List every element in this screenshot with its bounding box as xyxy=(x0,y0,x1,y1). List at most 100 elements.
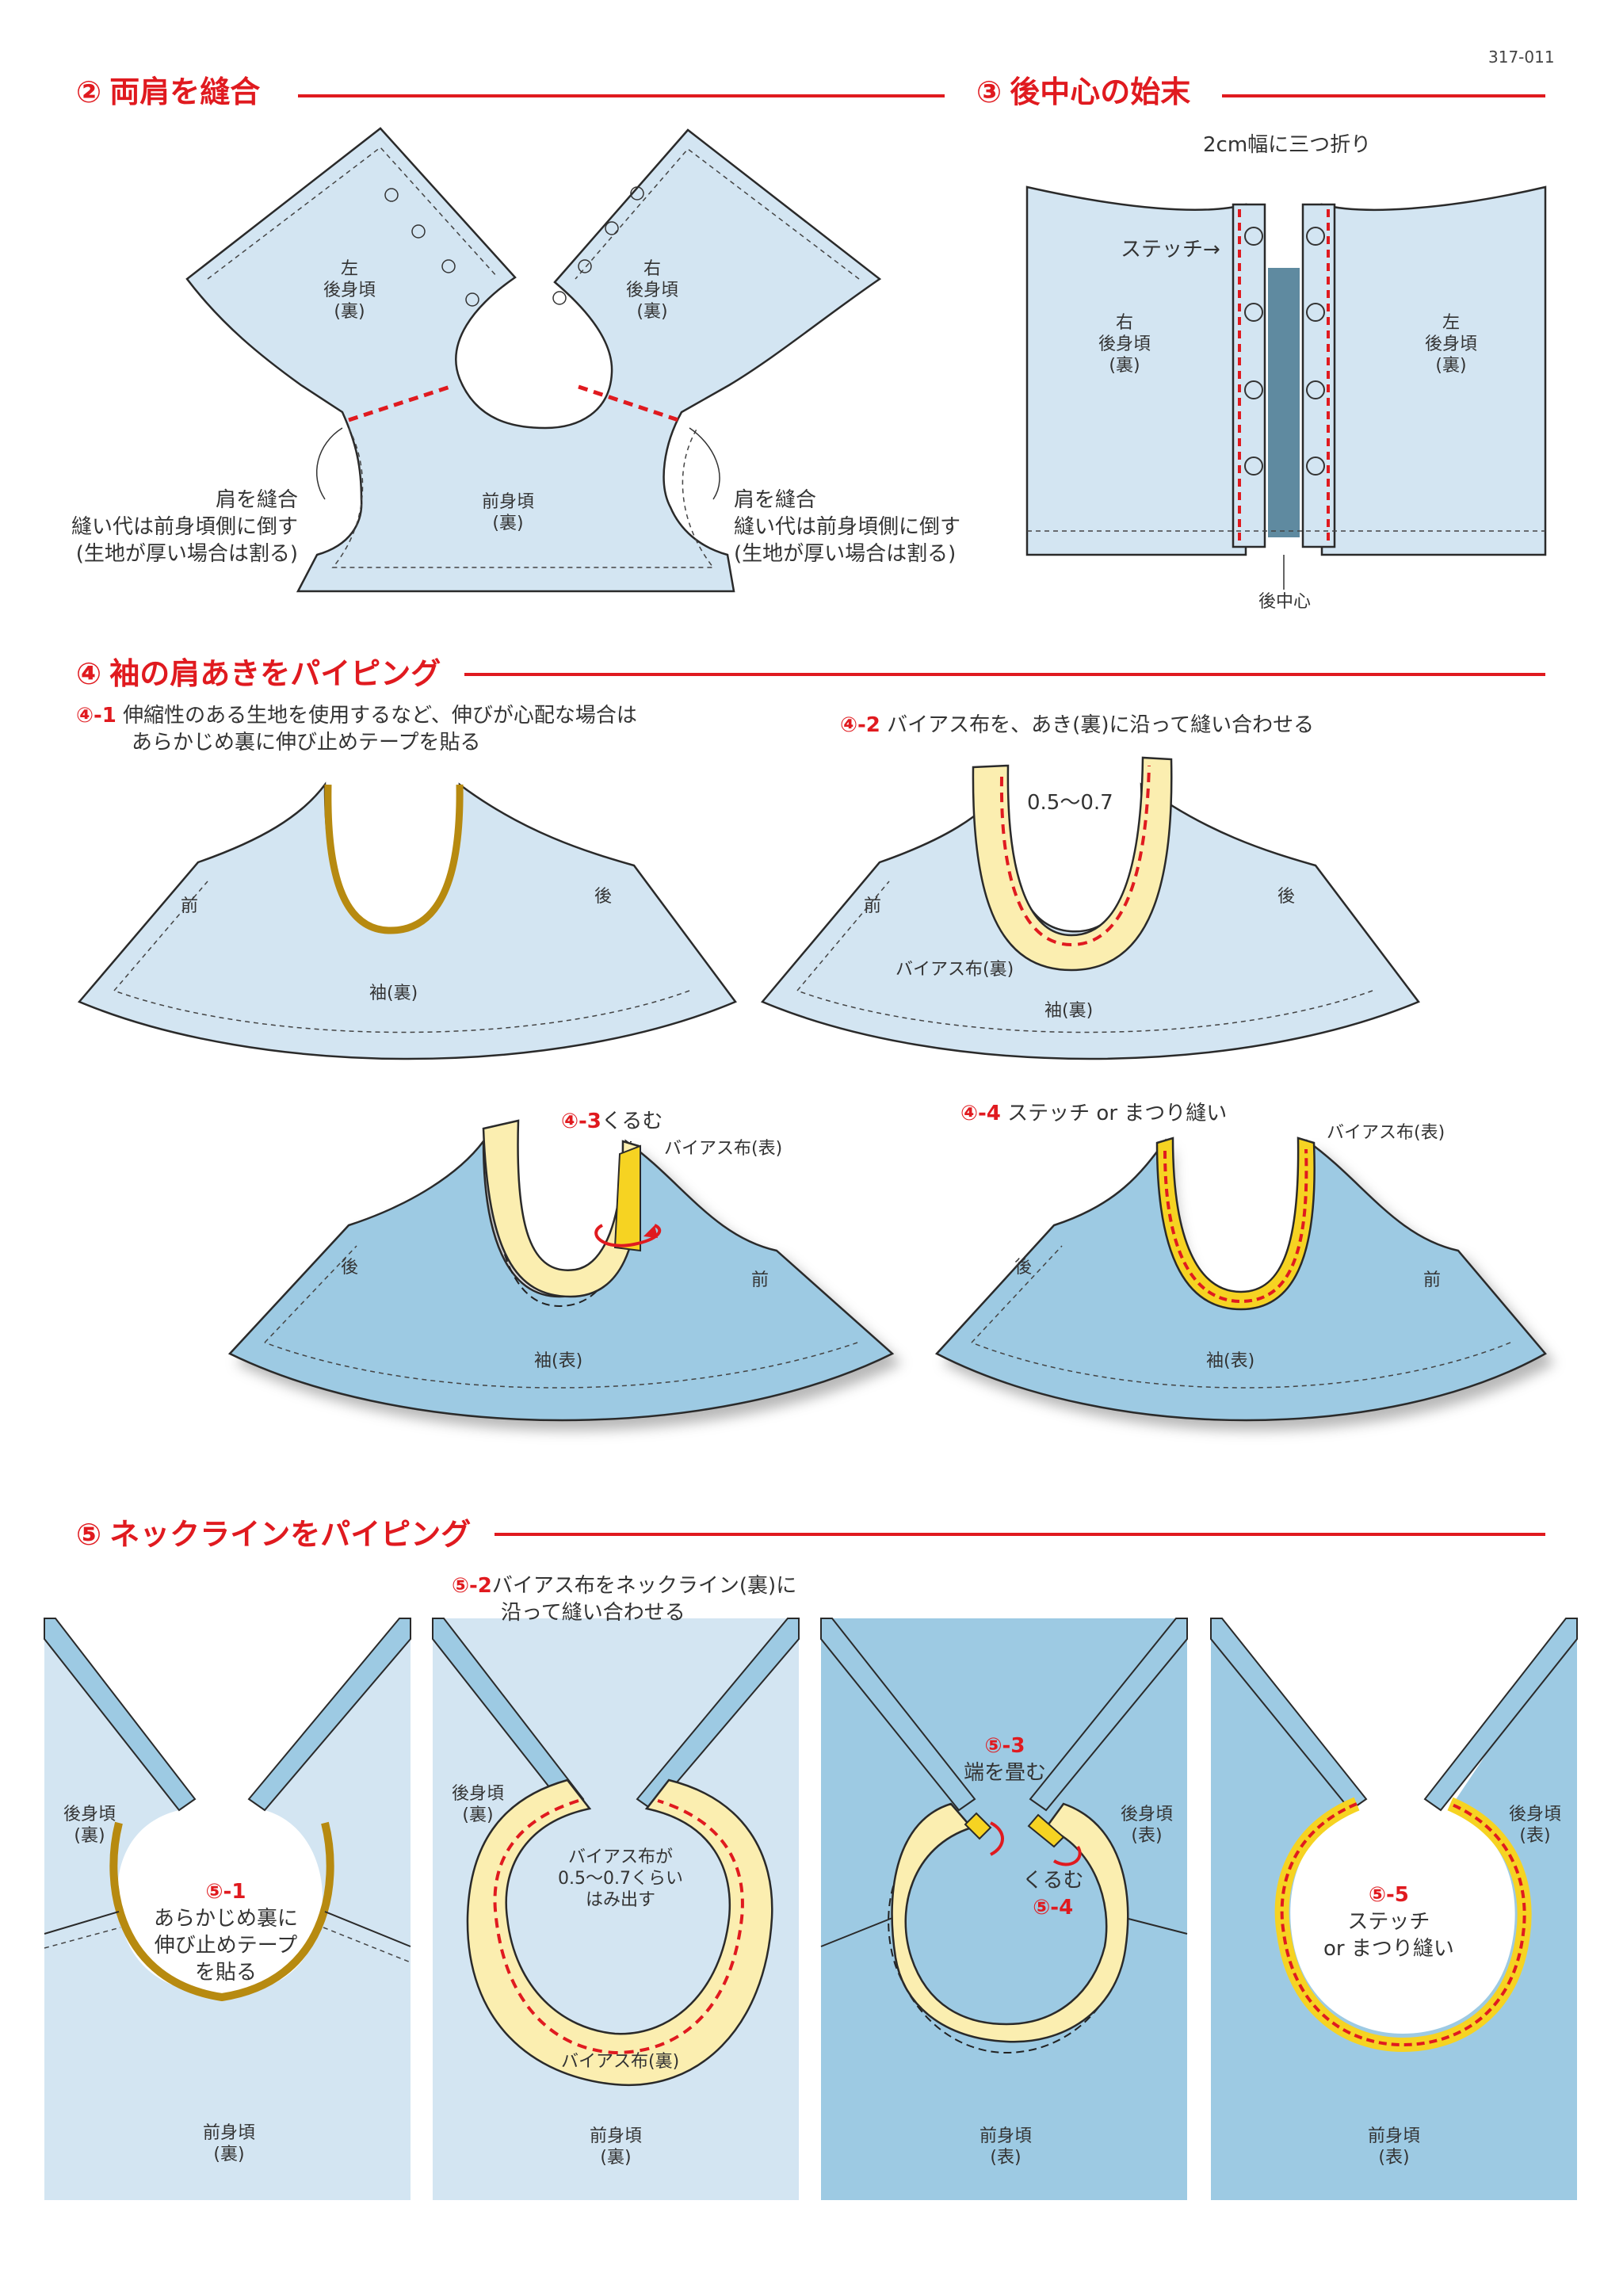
bias-ring xyxy=(466,1778,773,2087)
text-line: 後身頃 xyxy=(1121,1805,1174,1824)
text-line: を貼る xyxy=(195,1961,258,1985)
text-line: (裏) xyxy=(600,2148,632,2168)
bias-strip xyxy=(972,756,1173,972)
placket xyxy=(1210,1618,1368,1812)
label-front-bodice: 前身頃 (表) xyxy=(980,2126,1032,2168)
text-line: (表) xyxy=(1131,1826,1163,1846)
neckline-panel-4 xyxy=(1210,1618,1578,2200)
label-back: 後 xyxy=(1277,887,1296,907)
label-sleeve: 袖(表) xyxy=(534,1351,583,1371)
text-line: 後身頃 xyxy=(1425,334,1478,354)
text-line: 肩を縫合 xyxy=(734,488,817,512)
label-back: 後 xyxy=(1014,1258,1033,1278)
label-front-bodice: 前身頃 (裏) xyxy=(590,2126,642,2168)
step-5-2: ⑤-2バイアス布をネックライン(裏)に 沿って縫い合わせる xyxy=(452,1572,796,1626)
text-line: (裏) xyxy=(492,514,524,533)
label-front: 前 xyxy=(1423,1270,1442,1290)
text-line: 0.5〜0.7くらい xyxy=(558,1869,683,1889)
arrow xyxy=(689,427,720,500)
text-line: あらかじめ裏に xyxy=(154,1907,299,1931)
stitch-line xyxy=(348,384,451,422)
neckline-panel-1 xyxy=(44,1618,411,2200)
label-bias: バイアス布(裏) xyxy=(896,960,1014,980)
step-4-2: ④-2 バイアス布を、あき(裏)に沿って縫い合わせる xyxy=(840,712,1314,739)
text-line: (裏) xyxy=(462,1805,494,1825)
label-bias: バイアス布(表) xyxy=(1327,1123,1445,1143)
step-number: ⑤-5 xyxy=(1368,1883,1409,1907)
step-4-1: ④-1 伸縮性のある生地を使用するなど、伸びが心配な場合は あらかじめ裏に伸び止… xyxy=(76,702,637,756)
text-line: (生地が厚い場合は割る) xyxy=(734,542,957,566)
text-line: 右 xyxy=(643,259,662,279)
text-line: 後身頃 xyxy=(452,1784,505,1804)
step-number: ④-4 xyxy=(960,1102,1001,1125)
section-rule xyxy=(298,94,945,97)
text-line: 前身頃 xyxy=(980,2126,1033,2146)
text-line: (裏) xyxy=(213,2145,245,2164)
section-label: ネックラインをパイピング xyxy=(109,1517,472,1552)
sleeve-diagram-4-2 xyxy=(760,756,1420,1060)
text-line: 伸び止めテープ xyxy=(154,1934,298,1958)
text-line: 後身頃 xyxy=(323,281,376,300)
step-number: ④-2 xyxy=(840,713,880,737)
section-number: ⑤ xyxy=(76,1517,102,1552)
label-sleeve: 袖(表) xyxy=(1206,1351,1255,1371)
placket xyxy=(1423,1618,1578,1812)
label-bias-overlap: バイアス布が 0.5〜0.7くらい はみ出す xyxy=(558,1847,683,1911)
text-line: くるむ xyxy=(1022,1869,1084,1893)
label-front: 前 xyxy=(751,1270,769,1290)
text-line: 前身頃 xyxy=(482,492,535,512)
neckline-panel-2 xyxy=(432,1618,800,2200)
section-number: ③ xyxy=(976,74,1002,109)
step-4-3: ④-3くるむ xyxy=(561,1108,663,1135)
step-number: ⑤-3 xyxy=(984,1734,1025,1758)
note-right: 肩を縫合 縫い代は前身頃側に倒す (生地が厚い場合は割る) xyxy=(734,487,960,567)
label-front: 前身頃 (裏) xyxy=(482,491,534,534)
label-sleeve: 袖(裏) xyxy=(1044,1001,1094,1021)
text-line: 後身頃 xyxy=(1098,334,1151,354)
text-line: (表) xyxy=(1519,1826,1551,1846)
text-line: 左 xyxy=(341,259,359,279)
label-right-back: 右 後身頃 (裏) xyxy=(626,258,678,323)
label-right-back: 右 後身頃 (裏) xyxy=(1098,312,1151,376)
text-line: 後身頃 xyxy=(626,281,679,300)
label-bias: バイアス布(表) xyxy=(664,1139,783,1159)
label-measure: 0.5〜0.7 xyxy=(1027,791,1113,815)
label-front-bodice: 前身頃 (裏) xyxy=(203,2122,255,2165)
label-back: 後 xyxy=(341,1258,359,1278)
section-rule xyxy=(1222,94,1545,97)
step-5-5: ⑤-5 ステッチ or まつり縫い xyxy=(1323,1881,1454,1962)
button-marks xyxy=(384,186,644,307)
text-line: バイアス布が xyxy=(567,1847,673,1867)
text-line: (裏) xyxy=(636,302,668,322)
section-number: ④ xyxy=(76,656,102,691)
sleeve-diagram-4-4-details xyxy=(971,1137,1511,1389)
step-5-3: ⑤-3 端を畳む xyxy=(964,1733,1046,1786)
text-line: はみ出す xyxy=(585,1890,655,1910)
label-sleeve: 袖(裏) xyxy=(369,984,418,1003)
text-line: ステッチ xyxy=(1347,1910,1430,1934)
text-line: 前身頃 xyxy=(203,2123,256,2143)
label-fold: 2cm幅に三つ折り xyxy=(1203,133,1372,157)
text-line: 後身頃 xyxy=(1509,1805,1562,1824)
text-line: くるむ xyxy=(601,1110,663,1133)
sleeve-diagram-4-1 xyxy=(77,781,737,1060)
text-line: (裏) xyxy=(1109,356,1140,376)
step-4-4: ④-4 ステッチ or まつり縫い xyxy=(960,1100,1227,1127)
text-line: (生地が厚い場合は割る) xyxy=(75,542,298,566)
placket-gap xyxy=(1268,268,1300,537)
sleeve-diagram-4-3-details xyxy=(264,1119,858,1389)
label-back-bodice: 後身頃 (裏) xyxy=(452,1783,504,1826)
label-front-bodice: 前身頃 (表) xyxy=(1368,2126,1420,2168)
text-line: バイアス布をネックライン(裏)に xyxy=(491,1574,797,1598)
stitch-line xyxy=(578,384,684,424)
step-5-1: ⑤-1 あらかじめ裏に 伸び止めテープ を貼る xyxy=(154,1878,298,1986)
step-number: ④-1 xyxy=(76,704,116,728)
text-line: 右 xyxy=(1116,313,1134,333)
back-center-diagram xyxy=(1025,185,1547,590)
section-label: 後中心の始末 xyxy=(1010,74,1191,109)
text-line: 伸縮性のある生地を使用するなど、伸びが心配な場合は xyxy=(123,704,637,728)
page-code: 317-011 xyxy=(1488,48,1555,67)
